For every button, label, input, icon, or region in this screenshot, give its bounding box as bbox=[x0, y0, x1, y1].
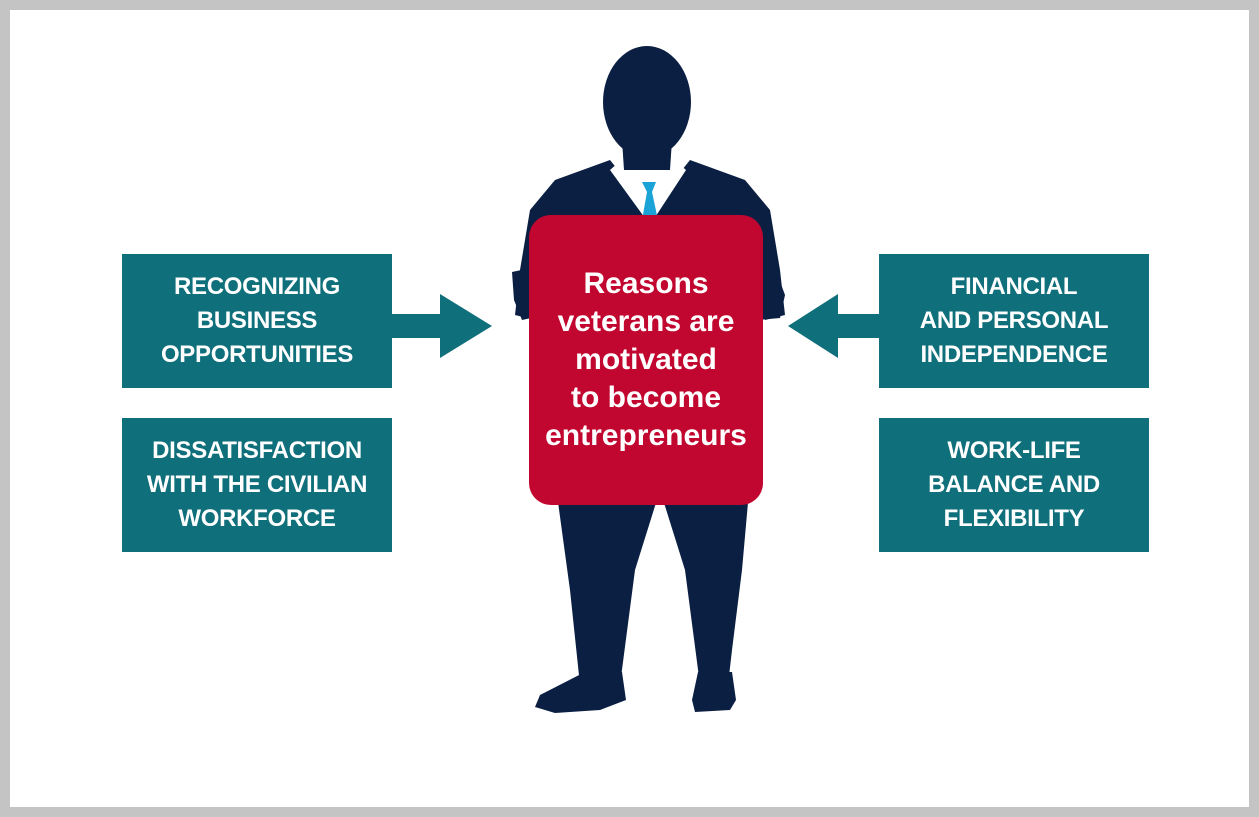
arrow-left-icon bbox=[788, 294, 880, 358]
reason-box-label: WORK-LIFE BALANCE AND FLEXIBILITY bbox=[928, 437, 1100, 532]
reason-box-label: FINANCIAL AND PERSONAL INDEPENDENCE bbox=[919, 273, 1109, 368]
reason-box-dissatisfaction: DISSATISFACTION WITH THE CIVILIAN WORKFO… bbox=[122, 418, 392, 552]
diagram-canvas: Reasons veterans are motivated to become… bbox=[10, 10, 1249, 807]
reason-box-label: RECOGNIZING BUSINESS OPPORTUNITIES bbox=[160, 273, 354, 368]
reason-box-work-life-balance: WORK-LIFE BALANCE AND FLEXIBILITY bbox=[879, 418, 1149, 552]
reason-box-recognizing-opportunities: RECOGNIZING BUSINESS OPPORTUNITIES bbox=[122, 254, 392, 388]
reason-box-label: DISSATISFACTION WITH THE CIVILIAN WORKFO… bbox=[146, 437, 368, 532]
arrow-right-icon bbox=[392, 294, 492, 358]
center-sign: Reasons veterans are motivated to become… bbox=[529, 215, 763, 505]
center-sign-text: Reasons veterans are motivated to become… bbox=[545, 267, 747, 452]
reason-box-independence: FINANCIAL AND PERSONAL INDEPENDENCE bbox=[879, 254, 1149, 388]
